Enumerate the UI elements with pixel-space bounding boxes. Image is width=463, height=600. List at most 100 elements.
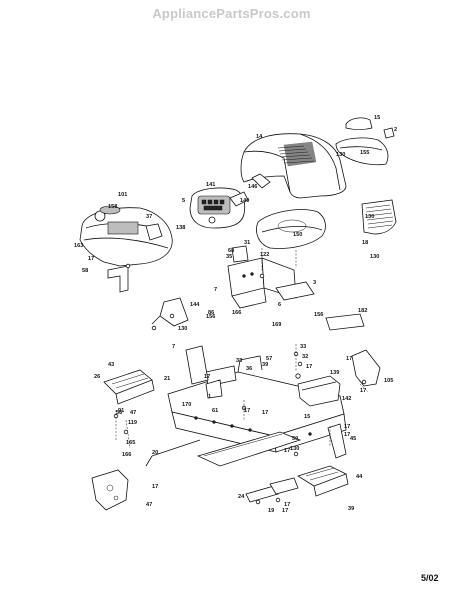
part-number-label: 140 xyxy=(240,198,249,204)
fender-part xyxy=(79,205,173,267)
part-number-label: 7 xyxy=(214,287,217,293)
part-number-label: 39 xyxy=(262,362,268,368)
part-number-label: 35 xyxy=(226,254,232,260)
part-number-label: 17 xyxy=(244,408,250,414)
watermark: AppliancePartsPros.com xyxy=(152,6,311,21)
part-number-label: 86 xyxy=(208,310,214,316)
part-number-label: 39 xyxy=(348,506,354,512)
part-number-label: 17 xyxy=(346,356,352,362)
part-number-label: 156 xyxy=(206,314,215,320)
headlight-lens-part xyxy=(335,117,395,166)
part-number-label: 68 xyxy=(228,248,234,254)
part-number-label: 43 xyxy=(108,362,114,368)
part-number-label: 144 xyxy=(190,302,200,308)
fender-bracket-part xyxy=(107,265,129,293)
part-number-label: 166 xyxy=(122,452,131,458)
shift-lever-part xyxy=(327,423,347,459)
part-number-label: 2 xyxy=(394,127,397,133)
part-number-label: 33 xyxy=(236,358,242,364)
part-number-label: 122 xyxy=(260,252,269,258)
part-number-label: 56 xyxy=(116,410,122,416)
part-number-label: 17 xyxy=(204,374,210,380)
part-number-label: 17 xyxy=(262,410,268,416)
part-number-label: 14 xyxy=(256,134,263,140)
part-number-label: 138 xyxy=(176,225,185,231)
linkage-rod-part xyxy=(145,439,201,467)
part-number-label: 166 xyxy=(232,310,241,316)
footrest-right-part xyxy=(297,465,349,497)
part-number-label: 146 xyxy=(248,184,257,190)
part-number-label: 19 xyxy=(268,508,274,514)
part-number-label: 17 xyxy=(344,424,350,430)
hood-part xyxy=(240,133,347,199)
part-number-label: 17 xyxy=(282,508,288,514)
part-number-label: 47 xyxy=(130,410,136,416)
part-number-label: 17 xyxy=(284,502,290,508)
part-number-label: 156 xyxy=(314,312,323,318)
part-number-label: 150 xyxy=(293,232,302,238)
part-number-label: 58 xyxy=(82,268,88,274)
part-number-label: 24 xyxy=(238,494,245,500)
part-number-label: 17 xyxy=(88,256,94,262)
part-number-label: 31 xyxy=(244,240,250,246)
part-number-label: 3 xyxy=(313,280,316,286)
part-number-label: 17 xyxy=(306,364,312,370)
frame-side-rail-part xyxy=(196,431,302,467)
part-number-label: 91 xyxy=(118,408,124,414)
step-bracket-part xyxy=(245,477,299,503)
part-number-label: 142 xyxy=(342,396,351,402)
hitch-bar-part xyxy=(325,313,365,331)
part-number-label: 61 xyxy=(212,408,218,414)
leader-lines xyxy=(115,248,369,449)
part-number-label: 26 xyxy=(94,374,100,380)
part-number-label: 130 xyxy=(365,214,374,220)
part-number-label: 32 xyxy=(302,354,308,360)
mounting-plate-part xyxy=(185,345,209,385)
dash-panel-part xyxy=(189,187,249,229)
part-number-label: 130 xyxy=(370,254,379,260)
part-number-label: 5 xyxy=(182,198,185,204)
footrest-left-part xyxy=(103,369,155,405)
part-number-label: 130 xyxy=(178,326,187,332)
part-number-label: 50 xyxy=(292,436,298,442)
part-number-label: 155 xyxy=(360,150,369,156)
part-number-label: 15 xyxy=(304,414,310,420)
battery-cover-part xyxy=(256,209,326,249)
part-number-label: 130 xyxy=(336,152,345,158)
part-number-label: 44 xyxy=(356,474,363,480)
part-number-label: 17 xyxy=(360,388,366,394)
part-number-label: 141 xyxy=(206,182,215,188)
part-number-label: 17 xyxy=(152,484,158,490)
part-number-label: 18 xyxy=(362,240,368,246)
latch-bracket-part xyxy=(205,379,223,399)
hood-hinge-part xyxy=(351,349,381,387)
part-number-label: 20 xyxy=(152,450,158,456)
part-number-label: 139 xyxy=(330,370,339,376)
rear-hitch-plate-part xyxy=(91,469,129,511)
grille-part xyxy=(361,199,397,235)
part-number-label: 47 xyxy=(146,502,152,508)
part-number-label: 17 xyxy=(344,432,350,438)
part-number-label: 130 xyxy=(290,446,299,452)
part-number-label: 36 xyxy=(246,366,252,372)
part-number-label: 21 xyxy=(164,376,170,382)
part-number-label: 169 xyxy=(272,322,281,328)
revision-date: 5/02 xyxy=(421,573,439,583)
support-plate-part xyxy=(275,281,315,301)
part-number-label: 101 xyxy=(118,192,127,198)
part-number-label: 119 xyxy=(128,420,137,426)
part-number-label: 57 xyxy=(266,356,272,362)
part-number-label: 163 xyxy=(74,243,83,249)
part-number-label: 1 xyxy=(208,394,211,400)
front-bumper-part xyxy=(297,375,341,407)
part-number-label: 17 xyxy=(284,448,290,454)
part-number-label: 45 xyxy=(350,436,356,442)
pedal-bracket-part xyxy=(151,297,189,327)
part-number-label: 6 xyxy=(278,302,281,308)
part-number-label: 182 xyxy=(358,308,367,314)
part-number-label: 170 xyxy=(182,402,191,408)
part-number-label: 158 xyxy=(108,204,117,210)
part-number-label: 15 xyxy=(374,115,380,121)
